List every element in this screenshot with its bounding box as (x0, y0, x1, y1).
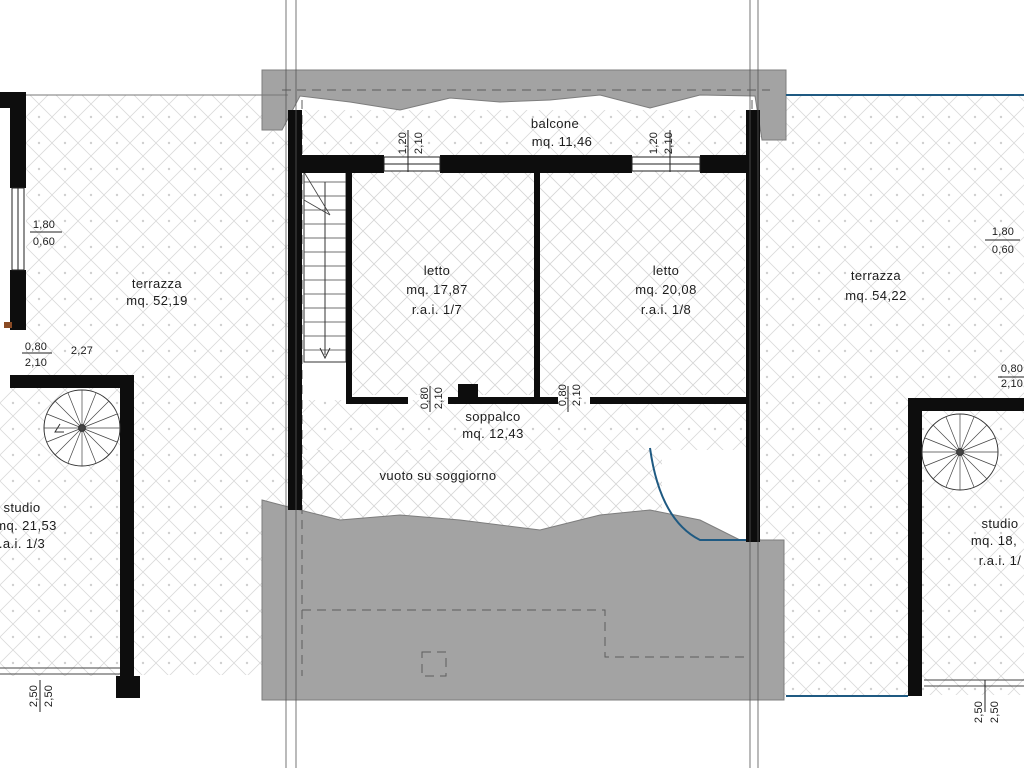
dimension-labels: 1,80 0,60 1,80 0,60 0,80 2,10 2,27 0,80 … (25, 132, 1023, 723)
balcony-window-2-height: 2,10 (663, 132, 675, 154)
studio-right-name: studio (981, 516, 1018, 531)
window-right-height: 0,60 (992, 244, 1014, 256)
door-left-height: 2,10 (25, 357, 47, 369)
studio-right-area: mq. 18, (971, 533, 1017, 548)
door-left-width: 0,80 (25, 341, 47, 353)
room-labels: terrazza mq. 52,19 terrazza mq. 54,22 ba… (0, 116, 1021, 568)
balcony-name: balcone (531, 116, 579, 131)
door-swing-arc (649, 447, 746, 541)
loft-door-2-width: 0,80 (557, 384, 569, 406)
walls (0, 92, 1024, 698)
loft-door-1-height: 2,10 (433, 387, 445, 409)
left-span: 2,27 (71, 345, 93, 357)
terrace-left-area: mq. 52,19 (126, 293, 187, 308)
spiral-stair-right (921, 413, 999, 491)
balcony-window-1-height: 2,10 (413, 132, 425, 154)
balcony-window-2-width: 1,20 (648, 132, 660, 154)
roof-top (261, 69, 787, 141)
studio-left-area: mq. 21,53 (0, 518, 57, 533)
roof-marker (421, 651, 447, 677)
void-label: vuoto su soggiorno (379, 468, 496, 483)
studio-left-name: studio (3, 500, 40, 515)
bedroom-left-floor (350, 170, 535, 395)
bedroom-right-rai: r.a.i. 1/8 (641, 302, 691, 317)
bedroom-left-area: mq. 17,87 (406, 282, 467, 297)
bottom-left-dim-b: 2,50 (43, 685, 55, 707)
studio-right-rai: r.a.i. 1/ (979, 553, 1022, 568)
roof-bottom (261, 499, 785, 701)
bottom-right-dim-a: 2,50 (973, 701, 985, 723)
staircase (303, 171, 347, 363)
spiral-stair-left (43, 389, 121, 467)
terrace-right-name: terrazza (851, 268, 902, 283)
terrace-right-area: mq. 54,22 (845, 288, 906, 303)
loft-door-2-height: 2,10 (571, 384, 583, 406)
loft-door-1-width: 0,80 (419, 387, 431, 409)
bedroom-right-name: letto (653, 263, 680, 278)
terrace-left-name: terrazza (132, 276, 183, 291)
railing-right (786, 94, 1024, 697)
bottom-left-dim-a: 2,50 (28, 685, 40, 707)
loft-floor (302, 400, 747, 450)
loft-area: mq. 12,43 (462, 426, 523, 441)
balcony-window-1-width: 1,20 (397, 132, 409, 154)
door-right-height: 2,10 (1001, 378, 1023, 390)
studio-left-rai: r.a.i. 1/3 (0, 536, 45, 551)
bedroom-right-area: mq. 20,08 (635, 282, 696, 297)
bedroom-left-name: letto (424, 263, 451, 278)
window-left-width: 1,80 (33, 219, 55, 231)
window-left-height: 0,60 (33, 236, 55, 248)
door-right-width: 0,80 (1001, 363, 1023, 375)
dimension-ticks (22, 130, 1024, 712)
window-frames (0, 94, 1024, 687)
loft-name: soppalco (465, 409, 520, 424)
bedroom-right-floor (540, 170, 745, 395)
balcony-area: mq. 11,46 (532, 134, 592, 149)
balcony-floor (302, 110, 748, 160)
window-right-width: 1,80 (992, 226, 1014, 238)
guide-lines (285, 0, 759, 768)
roof-dashed-outline (302, 609, 745, 658)
bottom-right-dim-b: 2,50 (989, 701, 1001, 723)
bedroom-left-rai: r.a.i. 1/7 (412, 302, 462, 317)
